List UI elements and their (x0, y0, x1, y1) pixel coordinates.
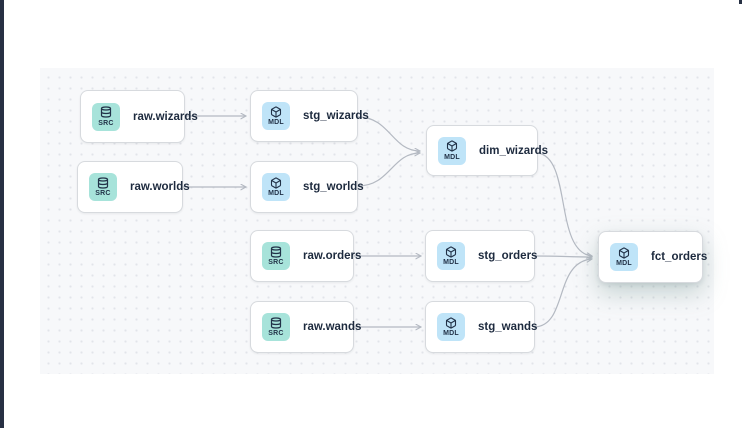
node-type-badge: MDL (262, 173, 290, 201)
database-icon (270, 246, 282, 258)
node-stg_orders[interactable]: MDL stg_orders (425, 230, 537, 282)
node-raw_orders[interactable]: SRC raw.orders (250, 230, 361, 282)
window-left-edge (0, 0, 4, 428)
node-stg_worlds[interactable]: MDL stg_worlds (250, 161, 364, 213)
node-type-badge: MDL (437, 242, 465, 270)
database-icon (270, 317, 282, 329)
database-icon (100, 106, 112, 118)
node-type-badge: SRC (262, 313, 290, 341)
node-fct_orders[interactable]: MDL fct_orders (598, 231, 707, 283)
node-raw_worlds[interactable]: SRC raw.worlds (77, 161, 190, 213)
node-type-badge: SRC (92, 102, 120, 131)
cube-icon (446, 140, 458, 152)
cube-icon (445, 246, 457, 258)
node-type-badge: SRC (89, 173, 117, 201)
node-type-badge: MDL (262, 102, 290, 130)
cube-icon (618, 247, 630, 259)
node-type-badge: MDL (610, 243, 638, 271)
cube-icon (270, 106, 282, 118)
node-stg_wands[interactable]: MDL stg_wands (425, 301, 537, 353)
node-type-badge: MDL (437, 313, 465, 341)
node-stg_wizards[interactable]: MDL stg_wizards (250, 90, 369, 142)
database-icon (97, 177, 109, 189)
node-raw_wands[interactable]: SRC raw.wands (250, 301, 361, 353)
window-corner-mark (739, 0, 742, 4)
node-type-badge: MDL (438, 136, 466, 165)
node-type-badge: SRC (262, 242, 290, 270)
node-dim_wizards[interactable]: MDL dim_wizards (426, 125, 548, 176)
node-raw_wizards[interactable]: SRC raw.wizards (80, 90, 198, 143)
cube-icon (270, 177, 282, 189)
cube-icon (445, 317, 457, 329)
